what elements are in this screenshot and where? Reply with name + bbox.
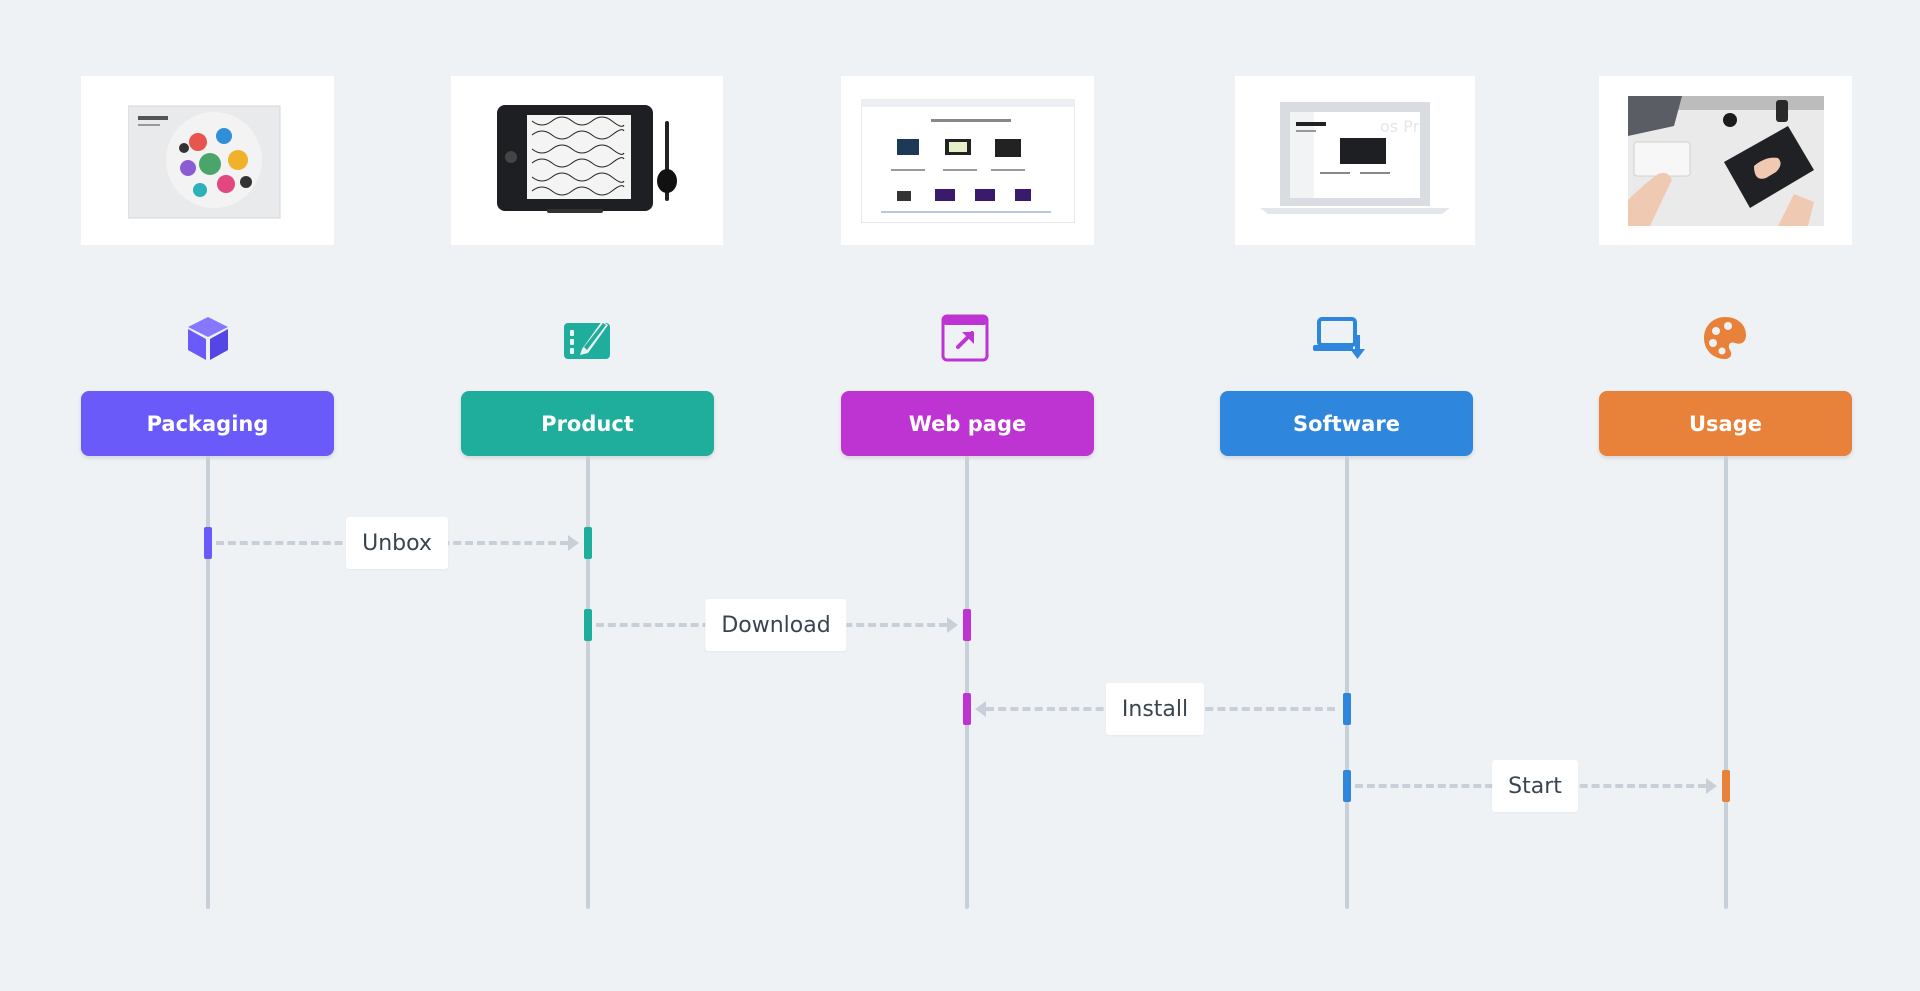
actor-software[interactable]: Software [1220,391,1473,456]
software-laptop-screenshot: os Pr [1235,76,1475,245]
actor-label: Usage [1689,411,1762,436]
laptop-download-icon [1313,313,1365,363]
actor-usage[interactable]: Usage [1599,391,1852,456]
activation-packaging [204,527,212,559]
actor-product[interactable]: Product [461,391,714,456]
packaging-box-photo [81,76,334,245]
activation-web-page [963,609,971,641]
message-label-install: Install [1105,683,1205,735]
activation-usage [1722,770,1730,802]
activation-product [584,609,592,641]
arrowhead-right-icon [1706,778,1717,794]
lifeline-web-page [965,456,969,909]
product-webpage-screenshot [841,76,1094,245]
actor-label: Software [1293,411,1400,436]
palette-icon [1700,313,1750,363]
actor-web-page[interactable]: Web page [841,391,1094,456]
message-label-download: Download [705,599,847,651]
lifeline-usage [1724,456,1728,909]
lifeline-packaging [206,456,210,909]
pen-tablet-photo [451,76,723,245]
activation-software [1343,693,1351,725]
arrowhead-left-icon [975,701,986,717]
activation-product [584,527,592,559]
actor-label: Packaging [146,411,269,436]
drawing-tablet-icon [562,313,612,363]
message-label-unbox: Unbox [346,517,448,569]
arrowhead-right-icon [947,617,958,633]
tablet-usage-photo [1599,76,1852,245]
cube-icon [183,313,233,363]
activation-software [1343,770,1351,802]
svg-text:os Pr: os Pr [1380,117,1420,136]
lifeline-software [1345,456,1349,909]
arrowhead-right-icon [568,535,579,551]
activation-web-page [963,693,971,725]
message-label-start: Start [1492,760,1578,812]
actor-packaging[interactable]: Packaging [81,391,334,456]
actor-label: Product [541,411,634,436]
actor-label: Web page [908,411,1027,436]
external-link-window-icon [940,313,990,363]
lifeline-product [586,456,590,909]
